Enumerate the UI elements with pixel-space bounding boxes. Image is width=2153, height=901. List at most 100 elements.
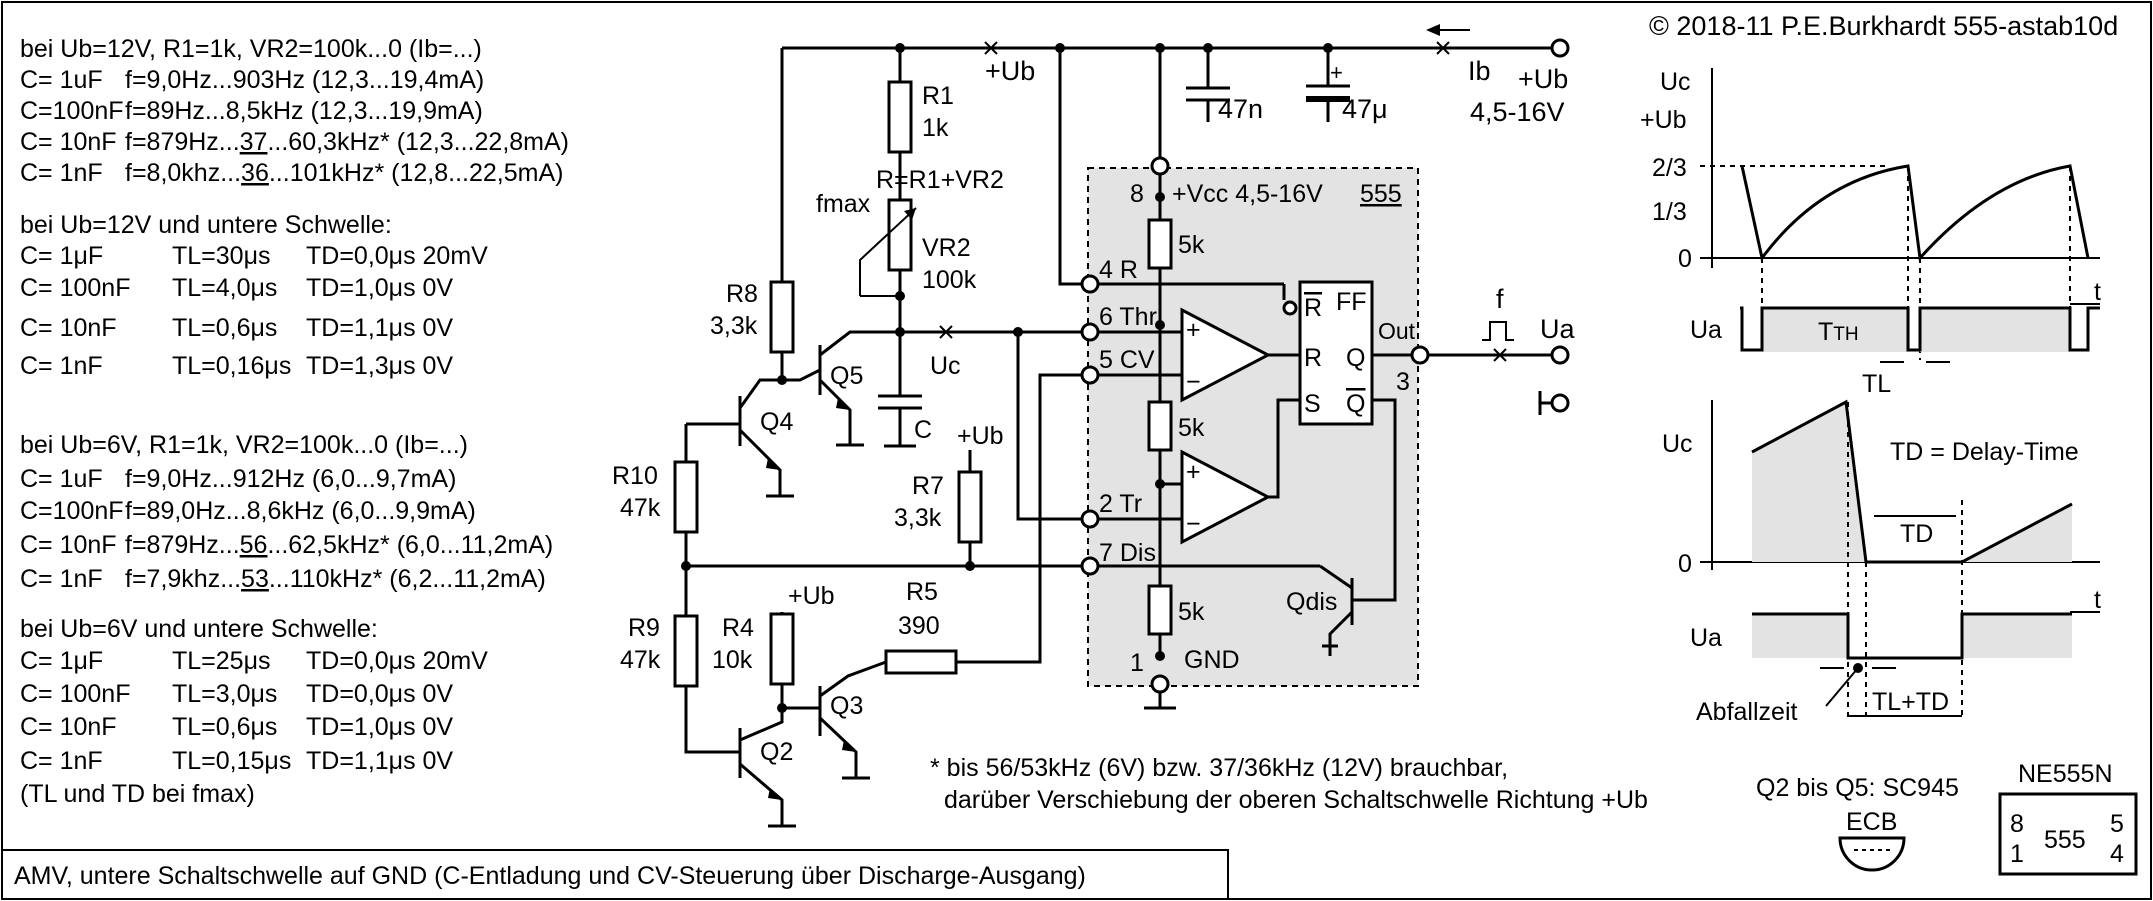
dip-pin4: 4	[2110, 840, 2124, 868]
table-6v-c4: C= 1nF	[20, 565, 103, 593]
divider-top-junction	[1155, 192, 1165, 202]
schwelle-6v-c2: C= 100nF	[20, 680, 131, 708]
reset-junction	[1055, 43, 1065, 53]
schwelle-6v-td4: TD=1,1μs 0V	[306, 747, 453, 775]
c47u-plus: +	[1330, 60, 1343, 85]
reset-bubble	[1282, 300, 1298, 316]
schwelle-6v-tl3: TL=0,6μs	[172, 713, 277, 741]
schwelle-12v-heading: bei Ub=12V und untere Schwelle:	[20, 211, 392, 239]
ff-r-label: R	[1304, 344, 1322, 372]
schwelle-12v-tl2: TL=4,0μs	[172, 274, 277, 302]
pin2-terminal	[1080, 509, 1100, 529]
t1-t-label: t	[2094, 278, 2101, 306]
table-12v-c1: C= 1uF	[20, 66, 103, 94]
schwelle-6v-td3: TD=1,0μs 0V	[306, 713, 453, 741]
q3-collector	[819, 660, 887, 698]
to92-package	[1838, 836, 1906, 872]
schwelle-6v: bei Ub=6V und untere Schwelle: C= 1μF TL…	[20, 615, 488, 808]
q4-label: Q4	[760, 408, 793, 436]
table-6v-heading: bei Ub=6V, R1=1k, VR2=100k...0 (Ib=...)	[20, 431, 468, 459]
q5-collector	[819, 330, 855, 357]
footnote-line1: * bis 56/53kHz (6V) bzw. 37/36kHz (12V) …	[930, 754, 1508, 782]
ua-terminal	[1550, 345, 1570, 365]
schwelle-12v-c3: C= 10nF	[20, 314, 117, 342]
schwelle-12v-c4: C= 1nF	[20, 352, 103, 380]
vr2-junction	[895, 291, 905, 301]
r9-value: 47k	[620, 646, 661, 674]
pin1-terminal	[1150, 674, 1170, 694]
dip-pin8: 8	[2010, 810, 2024, 838]
c-label: C	[914, 416, 932, 444]
q3-arrow	[842, 740, 856, 752]
r5k-top-label: 5k	[1178, 231, 1205, 259]
r4-value: 10k	[712, 646, 753, 674]
comp-upper-minus: −	[1186, 368, 1201, 396]
uc-label: Uc	[930, 352, 961, 380]
r7-junction	[965, 561, 975, 571]
dip-pin1: 1	[2010, 840, 2024, 868]
t2-ua-fill2	[1962, 614, 2072, 658]
r10-value: 47k	[620, 494, 661, 522]
caption-box	[1, 849, 1229, 900]
c47n-junction	[1203, 43, 1213, 53]
vr2-wiper-head	[904, 208, 916, 220]
q4-arrow	[766, 458, 780, 470]
t2-tltd-label: TL+TD	[1872, 688, 1949, 716]
r9-label: R9	[628, 614, 660, 642]
qdis-collector	[1319, 564, 1353, 590]
table-12v-f3: f=879Hz...37...60,3kHz* (12,3...22,8mA)	[125, 128, 569, 156]
ff-s-label: S	[1304, 390, 1321, 418]
r9-bottom-wire	[684, 686, 740, 754]
table-12v-c4: C= 1nF	[20, 159, 103, 187]
c47n-label: 47n	[1218, 94, 1263, 124]
table-12v: bei Ub=12V, R1=1k, VR2=100k...0 (Ib=...)…	[20, 35, 569, 187]
r-formula: R=R1+VR2	[876, 166, 1004, 194]
q3-label: Q3	[830, 692, 863, 720]
ub-top-label: +Ub	[985, 56, 1035, 86]
schwelle-12v-td1: TD=0,0μs 20mV	[306, 242, 488, 270]
ff-rbar-label: R	[1304, 294, 1322, 322]
t2-ua-wave	[1752, 612, 2072, 660]
vr2-wiper	[859, 207, 917, 296]
pin7-terminal	[1080, 556, 1100, 576]
q2-collector	[739, 708, 784, 742]
ff-qbar-label: Q	[1346, 390, 1365, 418]
table-12v-c2: C=100nF	[20, 97, 124, 125]
q2-label: Q2	[760, 738, 793, 766]
pin1-label: 1	[1130, 649, 1144, 677]
q5-label: Q5	[830, 362, 863, 390]
t2-td-label: TD	[1900, 520, 1933, 548]
t2-ua-label: Ua	[1690, 624, 1722, 652]
footnote-line2: darüber Verschiebung der oberen Schaltsc…	[944, 786, 1648, 814]
vr2-value: 100k	[922, 266, 977, 294]
ff-q-label: Q	[1346, 344, 1365, 372]
comparator-lower	[1180, 449, 1272, 545]
dip-label: 555	[2044, 826, 2086, 854]
table-12v-heading: bei Ub=12V, R1=1k, VR2=100k...0 (Ib=...)	[20, 35, 482, 63]
reset-wire	[1058, 48, 1082, 286]
ic-name: 555	[1360, 180, 1402, 208]
comparator-upper	[1180, 307, 1272, 403]
t2-uc-fill	[1752, 402, 2072, 562]
r8-value: 3,3k	[710, 312, 758, 340]
pin5-label: 5 CV	[1099, 346, 1155, 374]
table-12v-c3: C= 10nF	[20, 128, 117, 156]
out-label: Out	[1378, 318, 1416, 344]
timing-diagram-bottom: Uc TD = Delay-Time 0 TD t Ua Abfallzeit …	[1662, 399, 2101, 726]
table-6v: bei Ub=6V, R1=1k, VR2=100k...0 (Ib=...) …	[20, 431, 553, 593]
ua-label: Ua	[1540, 314, 1575, 344]
schwelle-12v-td2: TD=1,0μs 0V	[306, 274, 453, 302]
r5k-mid-label: 5k	[1178, 414, 1205, 442]
schwelle-12v-tl3: TL=0,6μs	[172, 314, 277, 342]
gnd-terminal-out	[1550, 393, 1570, 413]
c47u-junction	[1323, 43, 1333, 53]
r4-ub-label: +Ub	[788, 582, 835, 610]
t2-t-label: t	[2094, 586, 2101, 614]
thr-ref-junction	[1155, 320, 1165, 330]
q5-emitter	[782, 368, 821, 382]
schwelle-12v-td3: TD=1,1μs 0V	[306, 314, 453, 342]
schwelle-6v-c1: C= 1μF	[20, 647, 103, 675]
table-12v-f4: f=8,0khz...36...101kHz* (12,8...22,5mA)	[125, 159, 563, 187]
pin6-terminal	[1080, 322, 1100, 342]
